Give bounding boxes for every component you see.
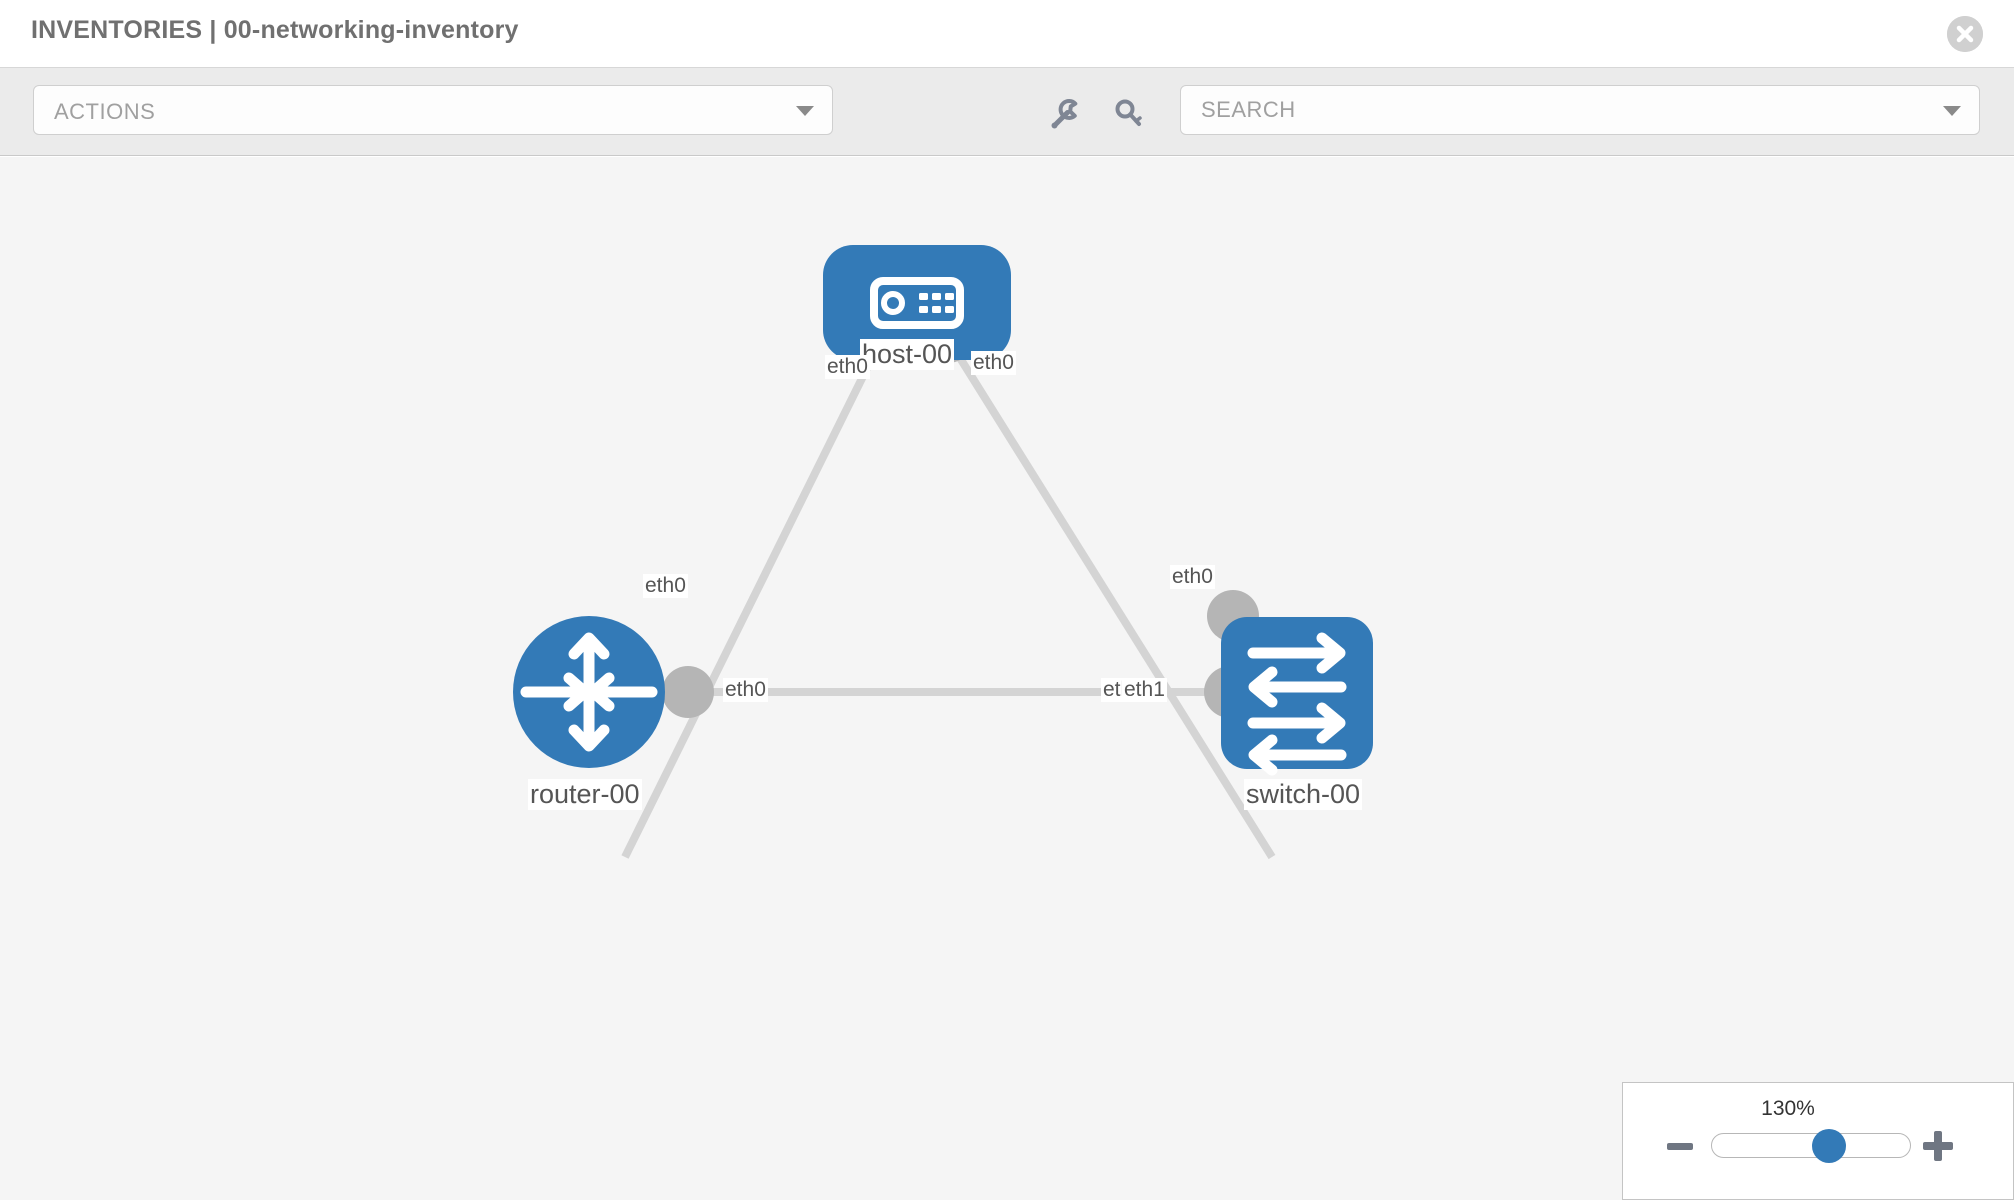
- switch-arrows-icon: [1247, 632, 1347, 776]
- node-host-00[interactable]: [823, 245, 1011, 360]
- zoom-level-label: 130%: [1761, 1097, 1815, 1120]
- zoom-slider-thumb[interactable]: [1811, 1129, 1846, 1163]
- search-field-wrapper: [1180, 85, 1980, 135]
- node-switch-00[interactable]: [1221, 617, 1373, 776]
- edge-label-router-uplink: eth0: [643, 574, 688, 598]
- chevron-down-icon: [796, 106, 814, 116]
- page-header: INVENTORIES | 00-networking-inventory: [0, 0, 2014, 68]
- search-chevron-down-icon[interactable]: [1943, 106, 1961, 116]
- actions-dropdown[interactable]: ACTIONS: [33, 85, 833, 135]
- topology-canvas[interactable]: host-00 router-00 switch-00 eth0 eth0 et…: [0, 157, 2014, 1200]
- anchor-router-right[interactable]: [662, 666, 714, 718]
- topology-links: [621, 339, 1276, 860]
- actions-dropdown-label: ACTIONS: [54, 99, 156, 124]
- zoom-out-button[interactable]: [1667, 1143, 1693, 1150]
- zoom-slider-track[interactable]: [1711, 1129, 1911, 1163]
- node-router-00[interactable]: [513, 616, 665, 768]
- zoom-control-panel: 130%: [1622, 1082, 2014, 1200]
- wrench-icon[interactable]: [1047, 96, 1083, 132]
- edge-label-router-eth0: eth0: [723, 678, 768, 702]
- edge-label-host-right: eth0: [971, 351, 1016, 375]
- server-icon: [870, 277, 964, 329]
- zoom-in-button[interactable]: [1923, 1131, 1953, 1161]
- key-icon[interactable]: [1110, 96, 1146, 132]
- link-host-switch[interactable]: [946, 339, 1276, 860]
- topology-anchors: [662, 311, 1259, 718]
- page-title: INVENTORIES | 00-networking-inventory: [31, 16, 519, 44]
- close-icon[interactable]: [1947, 16, 1983, 52]
- edge-label-host-left: eth0: [825, 355, 870, 379]
- link-host-router[interactable]: [621, 340, 884, 859]
- topology-graph: [513, 245, 1373, 860]
- router-arrows-icon: [520, 632, 658, 752]
- node-label-router-00: router-00: [528, 779, 642, 810]
- search-input[interactable]: [1181, 86, 1941, 134]
- edge-label-switch-eth1: eth1: [1122, 678, 1167, 702]
- node-label-switch-00: switch-00: [1244, 779, 1363, 810]
- edge-label-switch-uplink: eth0: [1170, 565, 1215, 589]
- node-label-host-00: host-00: [860, 339, 955, 370]
